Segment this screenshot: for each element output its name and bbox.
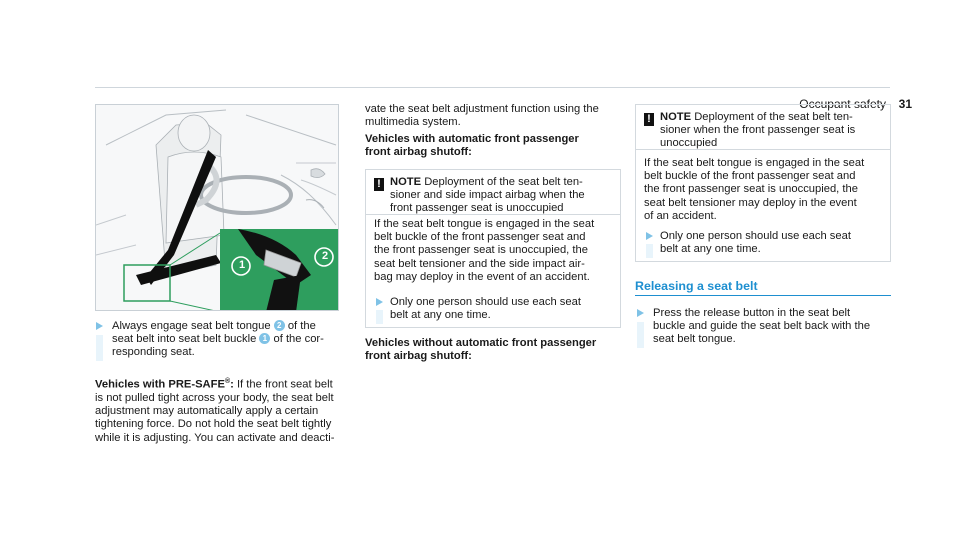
step-text: buckle and guide the seat belt back with…	[653, 320, 871, 333]
note-text: seat belt tensioner may deploy in the ev…	[644, 196, 857, 209]
heading-text: Vehicles with automatic front passenger	[365, 133, 579, 145]
callout-2: 2	[321, 250, 329, 262]
heading-without-shutoff: Vehicles without automatic front passeng…	[365, 337, 625, 363]
step-text: responding seat.	[112, 346, 195, 359]
note-title: Deployment of the seat belt ten-	[694, 111, 853, 123]
step-arrow-icon	[637, 309, 644, 317]
page-number: 31	[898, 97, 912, 111]
note-box: ! NOTE Deployment of the seat belt ten- …	[365, 169, 621, 328]
step-bar	[376, 310, 383, 324]
step-arrow-icon	[376, 298, 383, 306]
presafe-text: If the front seat belt	[236, 378, 333, 391]
note-title: sioner and side impact airbag when the	[390, 189, 585, 202]
presafe-text: tightening force. Do not hold the seat b…	[95, 418, 332, 431]
note-step: Only one person should use each seat bel…	[390, 296, 618, 322]
body-text: vate the seat belt adjustment function u…	[365, 103, 599, 115]
note-step: Only one person should use each seat bel…	[660, 230, 888, 256]
step-text: Always engage seat belt tongue	[112, 320, 271, 332]
presafe-text: while it is adjusting. You can activate …	[95, 431, 335, 444]
step-text: seat belt tongue.	[653, 333, 736, 346]
note-body: If the seat belt tongue is engaged in th…	[374, 218, 618, 284]
step-text: seat belt into seat belt buckle	[112, 333, 257, 346]
heading-text: Vehicles without automatic front passeng…	[365, 337, 597, 349]
section-title-releasing: Releasing a seat belt	[635, 279, 758, 293]
note-text: bag may deploy in the event of an accide…	[374, 270, 590, 283]
note-label: NOTE	[390, 176, 422, 188]
body-text: multimedia system.	[365, 116, 461, 129]
step-text: belt at any one time.	[390, 309, 491, 322]
section-divider	[635, 295, 891, 296]
note-title: front passenger seat is unoccupied	[390, 202, 564, 215]
warning-icon: !	[644, 113, 654, 126]
step-release-belt: Press the release button in the seat bel…	[653, 307, 893, 347]
presafe-text: is not pulled tight across your body, th…	[95, 391, 334, 404]
step-text: Only one person should use each seat	[660, 230, 851, 242]
step-text: of the	[287, 320, 316, 332]
note-text: belt buckle of the front passenger seat …	[644, 170, 856, 183]
presafe-label: Vehicles with PRE-SAFE	[95, 378, 225, 391]
note-title: unoccupied	[660, 137, 718, 150]
step-arrow-icon	[96, 322, 103, 330]
note-header: ! NOTE Deployment of the seat belt ten- …	[366, 170, 620, 215]
note-text: of an accident.	[644, 209, 717, 222]
note-box: ! NOTE Deployment of the seat belt ten- …	[635, 104, 891, 262]
continued-paragraph: vate the seat belt adjustment function u…	[365, 103, 625, 129]
step-bar	[646, 244, 653, 258]
callout-1: 1	[238, 259, 246, 271]
heading-with-shutoff: Vehicles with automatic front passenger …	[365, 133, 625, 159]
note-text: If the seat belt tongue is engaged in th…	[644, 157, 865, 169]
presafe-paragraph: Vehicles with PRE-SAFE®: If the front se…	[95, 375, 345, 445]
badge-2-icon: 2	[273, 320, 285, 331]
warning-icon: !	[374, 178, 384, 191]
step-bar	[637, 322, 644, 348]
presafe-colon: :	[230, 378, 234, 391]
note-text: belt buckle of the front passenger seat …	[374, 231, 586, 244]
note-text: the front passenger seat is unoccupied, …	[374, 244, 588, 257]
step-text: Only one person should use each seat	[390, 296, 581, 308]
step-text: of the cor-	[273, 333, 324, 346]
step-text: Press the release button in the seat bel…	[653, 307, 851, 319]
note-title: Deployment of the seat belt ten-	[424, 176, 583, 188]
step-bar	[96, 335, 103, 361]
heading-text: front airbag shutoff:	[365, 350, 472, 363]
registered-mark: ®	[224, 378, 231, 385]
step-text: belt at any one time.	[660, 243, 761, 256]
note-text: seat belt tensioner and the side impact …	[374, 257, 585, 270]
badge-1-icon: 1	[259, 333, 271, 345]
heading-text: front airbag shutoff:	[365, 146, 472, 159]
header-divider	[95, 87, 890, 88]
note-header: ! NOTE Deployment of the seat belt ten- …	[636, 105, 890, 150]
seat-belt-drawing	[96, 109, 338, 310]
note-text: the front passenger seat is unoccupied, …	[644, 183, 858, 196]
note-body: If the seat belt tongue is engaged in th…	[644, 157, 888, 223]
note-title: sioner when the front passenger seat is	[660, 124, 856, 137]
presafe-text: adjustment may automatically apply a cer…	[95, 405, 319, 418]
note-text: If the seat belt tongue is engaged in th…	[374, 218, 595, 230]
seat-belt-illustration: 1 2	[95, 104, 339, 311]
step-engage-belt: Always engage seat belt tongue 2 of the …	[112, 320, 342, 360]
step-arrow-icon	[646, 232, 653, 240]
note-label: NOTE	[660, 111, 692, 123]
